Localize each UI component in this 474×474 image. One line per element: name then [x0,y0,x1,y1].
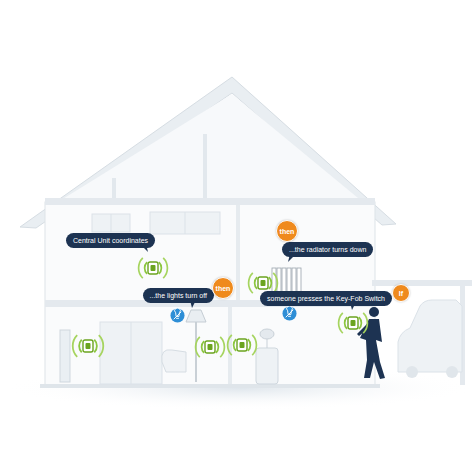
step-word: then [216,285,231,292]
callout-text: ...the lights turn off [150,292,207,299]
callout-text: someone presses the Key-Fob Switch [267,295,385,302]
callout-bubble: someone presses the Key-Fob Switch [260,291,392,306]
callout-bubble: ...the radiator turns down [282,242,373,257]
step-badge: If [392,284,410,302]
step-word: If [399,290,403,297]
step-word: then [280,228,295,235]
callout-text: ...the radiator turns down [289,246,366,253]
step-badge: then [212,277,235,300]
callout-text: Central Unit coordinates [73,237,148,244]
callout-bubble: Central Unit coordinates [66,233,155,248]
step-badge: then [276,220,299,243]
callout-bubble: ...the lights turn off [143,288,214,303]
